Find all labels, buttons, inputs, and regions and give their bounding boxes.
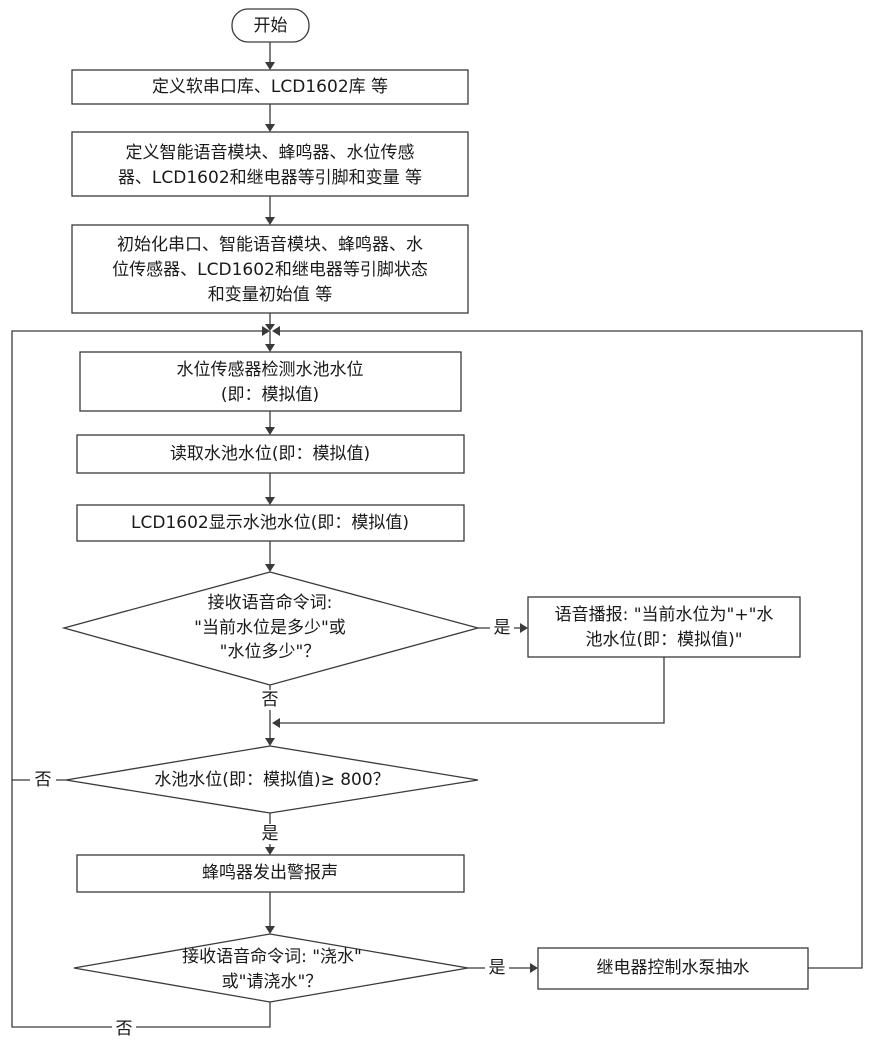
arrowhead	[262, 326, 270, 336]
process-label: LCD1602显示水池水位(即：模拟值)	[131, 513, 409, 533]
edge-label-query-yes: 是	[494, 618, 511, 638]
decision-label-line1: 接收语音命令词:	[208, 593, 333, 613]
label-background	[112, 1019, 136, 1039]
process-box	[527, 596, 801, 658]
node-pump-control: 继电器控制水泵抽水	[537, 947, 809, 990]
arrowhead	[265, 427, 275, 435]
label-background	[258, 824, 282, 844]
start-label: 开始	[254, 16, 288, 36]
decision-diamond	[61, 571, 481, 686]
process-box	[76, 504, 465, 542]
arrowhead	[520, 623, 528, 633]
decision-label: 水池水位(即：模拟值)≥ 800？	[154, 770, 389, 790]
edge-announce-return	[279, 657, 665, 724]
edge-label-threshold-yes: 是	[262, 824, 279, 844]
arrowhead	[265, 497, 275, 505]
node-define-pins: 定义智能语音模块、蜂鸣器、水位传感 器、LCD1602和继电器等引脚和变量 等	[71, 131, 469, 197]
decision-threshold: 水池水位(即：模拟值)≥ 800？	[65, 745, 479, 814]
process-box	[71, 69, 469, 105]
arrowhead	[265, 738, 275, 746]
process-box	[79, 351, 462, 412]
process-box	[71, 224, 469, 314]
decision-water-command: 接收语音命令词: "浇水" 或"请浇水"？	[73, 933, 469, 1003]
arrowhead	[265, 344, 275, 352]
arrowhead	[265, 324, 275, 331]
edge-labels: 是 否 是 否 是 否	[30, 618, 514, 1039]
edge-label-query-no: 否	[262, 690, 279, 710]
label-background	[258, 690, 282, 710]
node-voice-announce: 语音播报: "当前水位为"+"水 池水位(即：模拟值)"	[527, 596, 801, 658]
process-box	[76, 434, 465, 474]
arrowhead	[265, 62, 275, 70]
edge-label-water-no: 否	[116, 1019, 133, 1039]
process-label: 定义软串口库、LCD1602库 等	[152, 77, 388, 97]
process-label-line1: 初始化串口、智能语音模块、蜂鸣器、水	[117, 235, 423, 255]
process-label: 读取水池水位(即：模拟值)	[170, 444, 370, 464]
process-box	[537, 947, 809, 990]
process-label: 蜂鸣器发出警报声	[202, 863, 338, 883]
edge-water-no-loop	[11, 780, 271, 1028]
arrowhead	[265, 926, 275, 934]
edge-label-water-yes: 是	[489, 958, 506, 978]
process-label-line2: 器、LCD1602和继电器等引脚和变量 等	[118, 168, 422, 188]
edge-pump-loop	[279, 330, 863, 969]
decision-level-query: 接收语音命令词: "当前水位是多少"或 "水位多少"？	[61, 571, 481, 686]
process-label: 继电器控制水泵抽水	[597, 958, 750, 978]
edge-label-threshold-no: 否	[35, 770, 52, 790]
process-label-line1: 语音播报: "当前水位为"+"水	[555, 605, 774, 625]
node-read-level: 读取水池水位(即：模拟值)	[76, 434, 465, 474]
arrowhead	[265, 564, 275, 572]
arrowhead	[265, 847, 275, 855]
process-label-line2: (即：模拟值)	[221, 385, 319, 405]
node-buzzer-alarm: 蜂鸣器发出警报声	[76, 854, 465, 893]
label-background	[485, 958, 509, 978]
process-box	[71, 131, 469, 197]
node-initialize: 初始化串口、智能语音模块、蜂鸣器、水 位传感器、LCD1602和继电器等引脚状态…	[71, 224, 469, 314]
start-terminator	[231, 8, 310, 43]
process-label-line2: 池水位(即：模拟值)"	[585, 630, 742, 650]
arrowhead	[272, 326, 280, 336]
node-lcd-display: LCD1602显示水池水位(即：模拟值)	[76, 504, 465, 542]
node-sensor-detect: 水位传感器检测水池水位 (即：模拟值)	[79, 351, 462, 412]
decision-diamond	[73, 933, 469, 1003]
arrowhead	[272, 718, 280, 728]
node-define-libraries: 定义软串口库、LCD1602库 等	[71, 69, 469, 105]
process-label-line1: 定义智能语音模块、蜂鸣器、水位传感	[126, 143, 415, 163]
process-box	[76, 854, 465, 893]
arrowhead	[530, 963, 538, 973]
arrowhead	[265, 217, 275, 225]
node-start: 开始	[231, 8, 310, 43]
arrowhead	[265, 124, 275, 132]
label-background	[490, 618, 514, 638]
decision-label-line1: 接收语音命令词: "浇水"	[182, 947, 362, 967]
decision-diamond	[65, 745, 479, 814]
decision-label-line2: 或"请浇水"？	[222, 972, 323, 992]
process-label-line2: 位传感器、LCD1602和继电器等引脚状态	[112, 260, 428, 280]
decision-label-line2: "当前水位是多少"或	[194, 618, 346, 638]
process-label-line3: 和变量初始值 等	[208, 285, 332, 305]
process-label-line1: 水位传感器检测水池水位	[177, 360, 364, 380]
decision-label-line3: "水位多少"？	[220, 642, 321, 662]
label-background	[30, 770, 56, 790]
